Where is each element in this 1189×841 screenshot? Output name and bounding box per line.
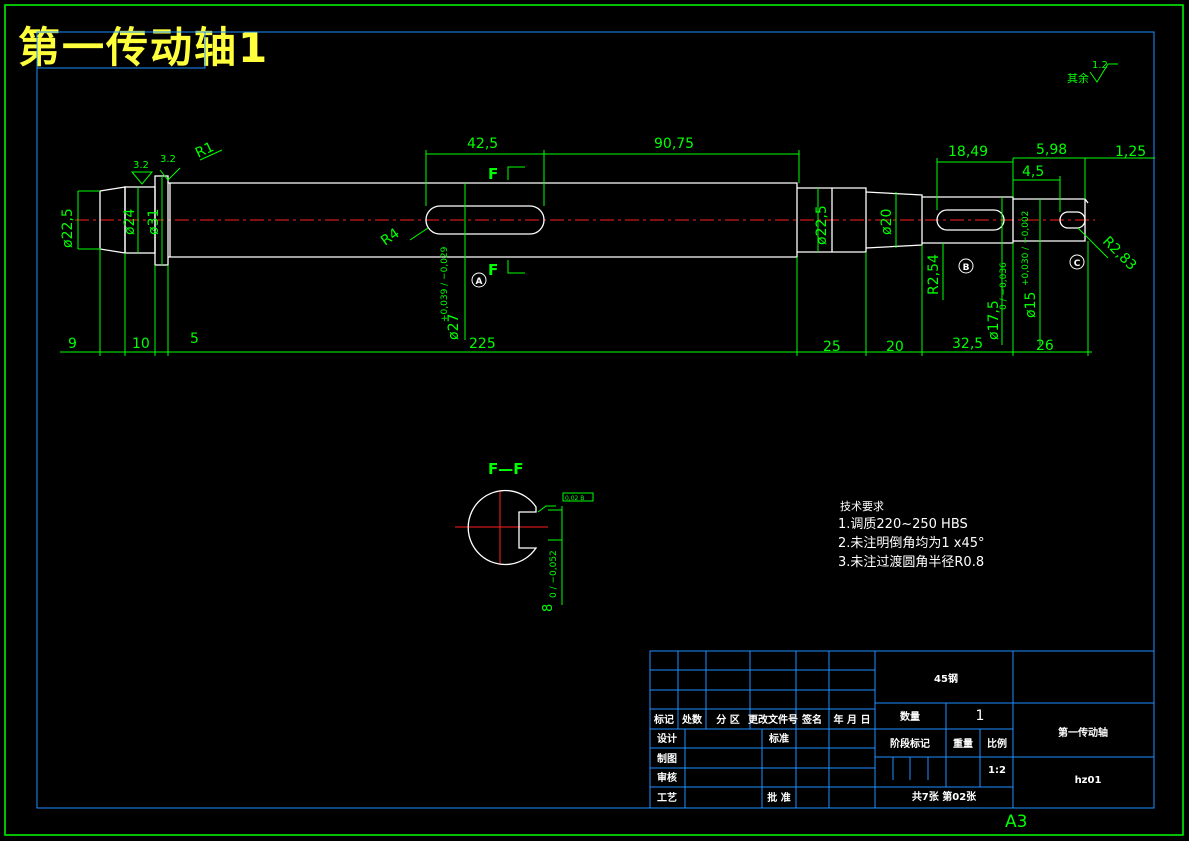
dim-1849: 18,49: [948, 144, 988, 160]
tag-c: C: [1074, 259, 1081, 269]
tb-qty-label: 数量: [900, 710, 920, 723]
tech-item-1: 1.调质220~250 HBS: [838, 517, 968, 532]
sheet-size: A3: [1005, 812, 1027, 832]
title-block-text: 45钢 数量 1 第一传动轴 阶段标记 重量 比例 1:2 hz01 共7张 第…: [653, 672, 1108, 804]
tag-letters: A B C: [476, 259, 1081, 287]
tb-approve: 批 准: [767, 791, 790, 804]
drawing-title: 第一传动轴1: [18, 23, 270, 72]
tb-h-2: 分 区: [716, 713, 739, 726]
roughness-other-value: 1.2: [1092, 60, 1108, 71]
dim-r4: R4: [378, 225, 403, 249]
dim-d225: ø22,5: [814, 205, 830, 245]
tb-h-1: 处数: [681, 713, 703, 726]
tb-l-1: 制图: [657, 752, 677, 765]
dim-d175: ø17,5: [986, 300, 1002, 340]
tb-scale-label: 比例: [987, 737, 1007, 750]
tb-material: 45钢: [934, 672, 958, 685]
tb-h-5: 年 月 日: [834, 713, 871, 726]
dim-d175-tol: 0 / −0,036: [999, 262, 1009, 310]
dim-d24: ø24: [122, 209, 138, 235]
tb-part-name: 第一传动轴: [1058, 726, 1108, 739]
dim-125: 1,25: [1115, 144, 1146, 160]
dim-9: 9: [68, 336, 77, 352]
dim-r254: R2,54: [926, 254, 942, 295]
dim-225: 225: [469, 336, 496, 352]
roughness-other-label: 其余: [1067, 71, 1089, 85]
dim-d-left: ø22,5: [60, 208, 76, 248]
dim-10: 10: [132, 336, 150, 352]
dimension-lines: [60, 63, 1155, 605]
tech-requirements: 技术要求 1.调质220~250 HBS 2.未注明倒角均为1 x45° 3.未…: [838, 500, 985, 570]
dim-d20: ø20: [879, 209, 895, 235]
tech-item-2: 2.未注明倒角均为1 x45°: [838, 536, 985, 551]
tb-l-0: 设计: [657, 732, 677, 745]
dim-45: 4,5: [1022, 164, 1044, 180]
keyway-tol: 0 / −0,052: [549, 550, 559, 598]
section-profile: [467, 489, 538, 566]
tb-h-3: 更改文件号: [748, 713, 798, 726]
dim-key-pos: 42,5: [467, 136, 498, 152]
dim-r283: R2,83: [1099, 234, 1139, 274]
tb-l-3: 工艺: [657, 791, 677, 804]
dim-d31: ø31: [146, 209, 162, 235]
dim-325: 32,5: [952, 336, 983, 352]
tb-qty-value: 1: [976, 708, 985, 724]
section-title: F—F: [488, 460, 524, 478]
tb-standardize: 标准: [768, 732, 789, 745]
keyway-width: 8: [541, 604, 556, 612]
shaft-outline: [99, 175, 1089, 266]
tag-a: A: [476, 277, 483, 287]
dim-d27: ø27: [446, 314, 462, 340]
tb-h-4: 签名: [801, 713, 822, 726]
tb-stage: 阶段标记: [890, 737, 930, 750]
dim-26: 26: [1036, 338, 1054, 354]
tb-weight: 重量: [953, 737, 973, 750]
tb-sheets: 共7张 第02张: [912, 790, 977, 803]
dim-20: 20: [886, 339, 904, 355]
dim-5: 5: [190, 331, 199, 347]
roughness-2: 3.2: [160, 154, 176, 165]
tb-h-0: 标记: [653, 713, 674, 726]
tag-b: B: [963, 263, 970, 273]
dim-d15-tol: +0,030 / −0,002: [1021, 211, 1031, 286]
tech-heading: 技术要求: [840, 500, 884, 513]
outer-border: [4, 4, 1184, 836]
dim-d27-tol: +0,039 / −0,029: [440, 246, 450, 322]
tb-scale-value: 1:2: [988, 765, 1006, 776]
tag-circles: [471, 254, 1085, 288]
dim-r1: R1: [193, 139, 217, 161]
section-mark-top: F: [488, 165, 498, 183]
roughness-1: 3.2: [133, 160, 149, 171]
title-block-grid: [649, 650, 1155, 809]
dim-25: 25: [823, 339, 841, 355]
tolerance-frame: 0,02 B: [565, 495, 584, 502]
tb-drawing-no: hz01: [1075, 775, 1102, 786]
section-mark-bottom: F: [488, 261, 498, 279]
inner-frame: [36, 31, 1155, 809]
dimension-texts: 42,5 90,75 18,49 5,98 1,25 4,5 9 10 5 22…: [60, 60, 1146, 355]
dim-d15: ø15: [1023, 292, 1039, 318]
tb-l-2: 审核: [657, 771, 677, 784]
dim-key-len: 90,75: [654, 136, 694, 152]
tech-item-3: 3.未注过渡圆角半径R0.8: [838, 554, 984, 570]
dim-598: 5,98: [1036, 142, 1067, 158]
title-frame: [36, 31, 206, 69]
